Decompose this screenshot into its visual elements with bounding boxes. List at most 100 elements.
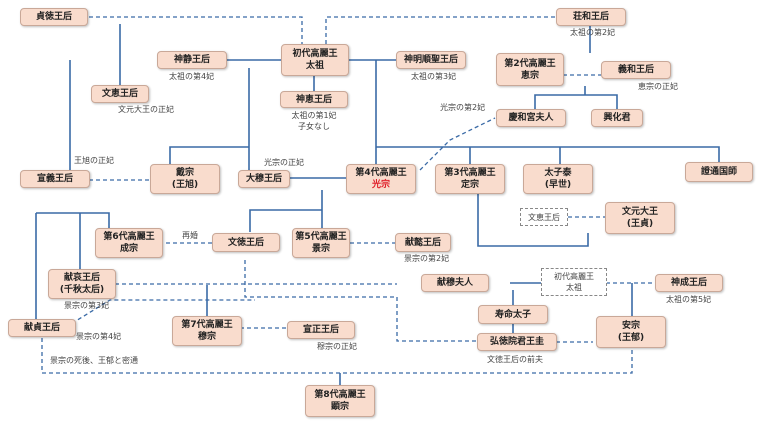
name-taejo2: 太祖 [566, 283, 582, 292]
box-sinjeong[interactable]: 神静王后 [157, 51, 227, 69]
box-daejong[interactable]: 戴宗(王旭) [150, 164, 220, 194]
note-marriage: 再婚 [182, 231, 198, 240]
note-heonae: 景宗の第3妃 [64, 301, 110, 310]
name-jangwha: 荘和王后 [572, 12, 609, 22]
title-taejo: 初代高麗王 [292, 49, 338, 59]
name-gyeonghwa: 慶和宮夫人 [508, 113, 554, 123]
note-heonjeong: 景宗の第4妃 [76, 332, 122, 341]
box-seonui[interactable]: 宣義王后 [20, 170, 90, 188]
dash-taejo-jangwha [325, 16, 556, 44]
box-sinseong[interactable]: 神成王后 [655, 274, 723, 292]
name-heonjeong: 献貞王后 [23, 323, 60, 333]
box-sinhye[interactable]: 神恵王后 [280, 91, 348, 108]
title-gwangjong: 第4代高麗王 [355, 168, 407, 178]
note-uiwha: 恵宗の正妃 [638, 82, 678, 91]
name-jeongjong: 定宗 [460, 180, 479, 190]
title-anjong: 安宗 [621, 321, 640, 331]
name-seongjong: 成宗 [119, 244, 138, 254]
note-gyeonghwa: 光宗の第2妃 [440, 103, 486, 112]
dash-mundeok-hongdeok [244, 260, 477, 342]
box-munhye-top[interactable]: 文恵王后 [91, 85, 149, 103]
box-heonjeong[interactable]: 献貞王后 [8, 319, 76, 337]
dash-jeondeok-taejo [89, 16, 303, 44]
box-gyeonghwa[interactable]: 慶和宮夫人 [496, 109, 566, 127]
note-sinhye-1: 太祖の第1妃 [291, 111, 337, 120]
note-seonjeong: 穆宗の正妃 [317, 342, 357, 351]
box-hyejong[interactable]: 第2代高麗王恵宗 [496, 53, 564, 86]
box-daemok[interactable]: 大穆王后 [238, 170, 290, 188]
box-taejo[interactable]: 初代高麗王太祖 [281, 44, 349, 76]
note-seonui: 王旭の正妃 [74, 156, 114, 165]
line-gwangjong-gyeongjong [249, 190, 323, 232]
name-heonae: (千秋太后) [59, 285, 105, 295]
name-mundeok: 文徳王后 [227, 237, 264, 248]
box-jeungtong[interactable]: 證通国師 [685, 162, 753, 182]
name-gyeongjong: 景宗 [311, 244, 330, 254]
box-hyeonjong[interactable]: 第8代高麗王顕宗 [305, 385, 375, 417]
name-sinmyeong: 神明順聖王后 [403, 55, 458, 65]
name-munwon: (王貞) [626, 219, 654, 229]
box-munwon[interactable]: 文元大王 (王貞) [605, 202, 675, 234]
name-jeondeok: 貞徳王后 [35, 12, 72, 22]
name-anjong: (王郁) [617, 333, 645, 343]
name-taejo: 太祖 [305, 61, 324, 71]
note-munhye: 文元大王の正妃 [118, 105, 174, 114]
note-sinjeong: 太祖の第4妃 [169, 72, 215, 81]
name-uiwha: 義和王后 [617, 65, 654, 75]
name-sinseong: 神成王后 [670, 278, 707, 288]
note-sinmyeong: 太祖の第3妃 [411, 72, 457, 81]
box-sinmyeong[interactable]: 神明順聖王后 [396, 51, 466, 69]
name-hyejong: 恵宗 [520, 70, 539, 81]
box-munhye-dashed[interactable]: 文恵王后 [520, 208, 568, 226]
box-seongjong[interactable]: 第6代高麗王成宗 [95, 228, 163, 258]
box-hongdeok[interactable]: 弘徳院君王圭 [477, 333, 557, 351]
dash-heonjeong-hyeonjong [41, 338, 633, 374]
note-sinhye-2: 子女なし [298, 122, 330, 131]
name-heonui: 献懿王后 [404, 237, 441, 248]
box-mokjong[interactable]: 第7代高麗王穆宗 [172, 316, 242, 346]
name-sinhye: 神恵王后 [295, 94, 332, 105]
box-taeja[interactable]: 太子泰 (早世) [523, 164, 593, 194]
title-heonae: 献哀王后 [63, 273, 100, 283]
title-taeja: 太子泰 [544, 168, 572, 178]
name-seonui: 宣義王后 [36, 174, 73, 184]
dash-gwangjong-gyeonghwa [419, 117, 496, 171]
name-seonjeong: 宣正王后 [302, 325, 339, 335]
name-gwangjong: 光宗 [371, 180, 390, 190]
title-hyejong: 第2代高麗王 [504, 58, 556, 69]
box-heunghwa[interactable]: 興化君 [591, 109, 643, 127]
title-gyeongjong: 第5代高麗王 [295, 232, 347, 242]
box-seonjeong[interactable]: 宣正王后 [287, 321, 355, 339]
note-heonui: 景宗の第2妃 [404, 254, 450, 263]
box-jangwha[interactable]: 荘和王后 [556, 8, 626, 26]
name-hyeonjong: 顕宗 [330, 402, 349, 412]
box-anjong[interactable]: 安宗 (王郁) [596, 316, 666, 348]
title-jeongjong: 第3代高麗王 [444, 168, 496, 178]
name-taeja: (早世) [544, 180, 572, 190]
title-munwon: 文元大王 [621, 207, 658, 217]
box-gwangjong[interactable]: 第4代高麗王光宗 [346, 164, 416, 194]
name-heonmok: 献穆夫人 [436, 278, 473, 288]
name-heunghwa: 興化君 [603, 113, 631, 123]
note-jangwha: 太祖の第2妃 [570, 28, 616, 37]
name-munhye-top: 文恵王后 [101, 89, 138, 99]
box-heonmok[interactable]: 献穆夫人 [421, 274, 489, 292]
box-jeongjong[interactable]: 第3代高麗王定宗 [435, 164, 505, 194]
box-uiwha[interactable]: 義和王后 [601, 61, 671, 79]
title-hyeonjong: 第8代高麗王 [314, 390, 366, 400]
box-gyeongjong[interactable]: 第5代高麗王景宗 [292, 228, 350, 258]
line-taeja-munwon [477, 190, 589, 247]
box-mundeok[interactable]: 文徳王后 [212, 233, 280, 252]
box-heonui[interactable]: 献懿王后 [395, 233, 451, 252]
note-daemok: 光宗の正妃 [264, 158, 304, 167]
box-sumyeong[interactable]: 寿命太子 [478, 305, 548, 324]
name-hongdeok: 弘徳院君王圭 [489, 337, 544, 347]
box-jeondeok[interactable]: 貞徳王后 [20, 8, 88, 26]
box-taejo-dashed[interactable]: 初代高麗王太祖 [541, 268, 607, 296]
title-daejong: 戴宗 [175, 168, 194, 178]
line-hyejong-children [534, 86, 618, 109]
box-heonae[interactable]: 献哀王后 (千秋太后) [48, 269, 116, 299]
dash-heonjeong-gyeongjong [65, 299, 255, 328]
title-seongjong: 第6代高麗王 [103, 232, 155, 242]
